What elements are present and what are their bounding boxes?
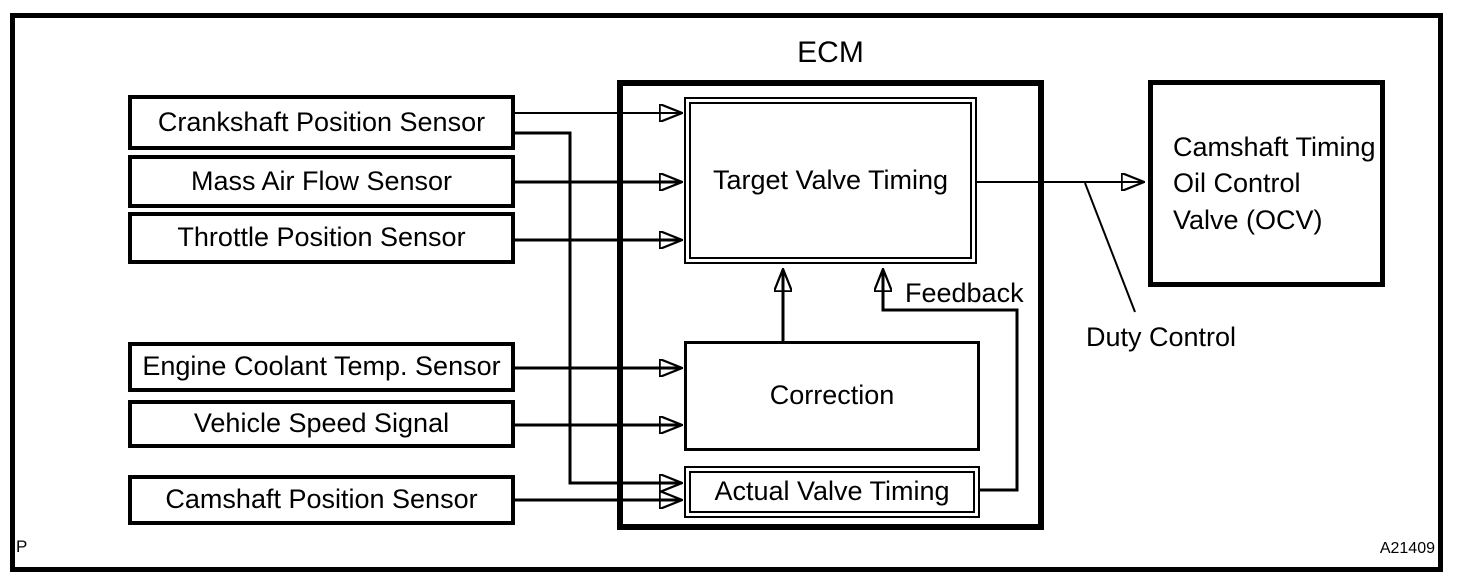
- correction-label: Correction: [769, 380, 895, 411]
- ocv-label-line2: Oil Control: [1173, 168, 1301, 199]
- target-valve-timing-label: Target Valve Timing: [712, 164, 949, 195]
- target-valve-timing-block: Target Valve Timing: [684, 97, 977, 264]
- sensor-label: Throttle Position Sensor: [177, 222, 466, 253]
- sensor-label: Crankshaft Position Sensor: [157, 106, 486, 137]
- ocv-box: Camshaft Timing Oil Control Valve (OCV): [1148, 80, 1385, 287]
- page-marker: P: [16, 537, 28, 556]
- correction-block: Correction: [684, 341, 980, 451]
- actual-valve-timing-label: Actual Valve Timing: [714, 476, 950, 507]
- actual-valve-timing-block: Actual Valve Timing: [684, 466, 980, 518]
- sensor-box-mass-air-flow: Mass Air Flow Sensor: [128, 155, 515, 208]
- ocv-label-line1: Camshaft Timing: [1173, 131, 1376, 162]
- sensor-box-vehicle-speed: Vehicle Speed Signal: [128, 400, 515, 448]
- sensor-box-camshaft-position: Camshaft Position Sensor: [128, 475, 515, 525]
- ecm-title: ECM: [797, 36, 864, 69]
- sensor-box-throttle-position: Throttle Position Sensor: [128, 212, 515, 264]
- sensor-label: Vehicle Speed Signal: [193, 408, 450, 439]
- sensor-label: Mass Air Flow Sensor: [190, 165, 453, 196]
- ocv-label: Camshaft Timing Oil Control Valve (OCV): [1153, 129, 1376, 238]
- sensor-label: Engine Coolant Temp. Sensor: [142, 351, 501, 382]
- sensor-box-crankshaft-position: Crankshaft Position Sensor: [128, 95, 515, 150]
- sensor-box-engine-coolant-temp: Engine Coolant Temp. Sensor: [128, 342, 515, 392]
- sensor-label: Camshaft Position Sensor: [165, 484, 478, 515]
- ocv-label-line3: Valve (OCV): [1173, 204, 1323, 235]
- duty-control-label: Duty Control: [1086, 322, 1237, 352]
- feedback-label: Feedback: [905, 278, 1024, 308]
- figure-id: A21409: [1379, 540, 1435, 557]
